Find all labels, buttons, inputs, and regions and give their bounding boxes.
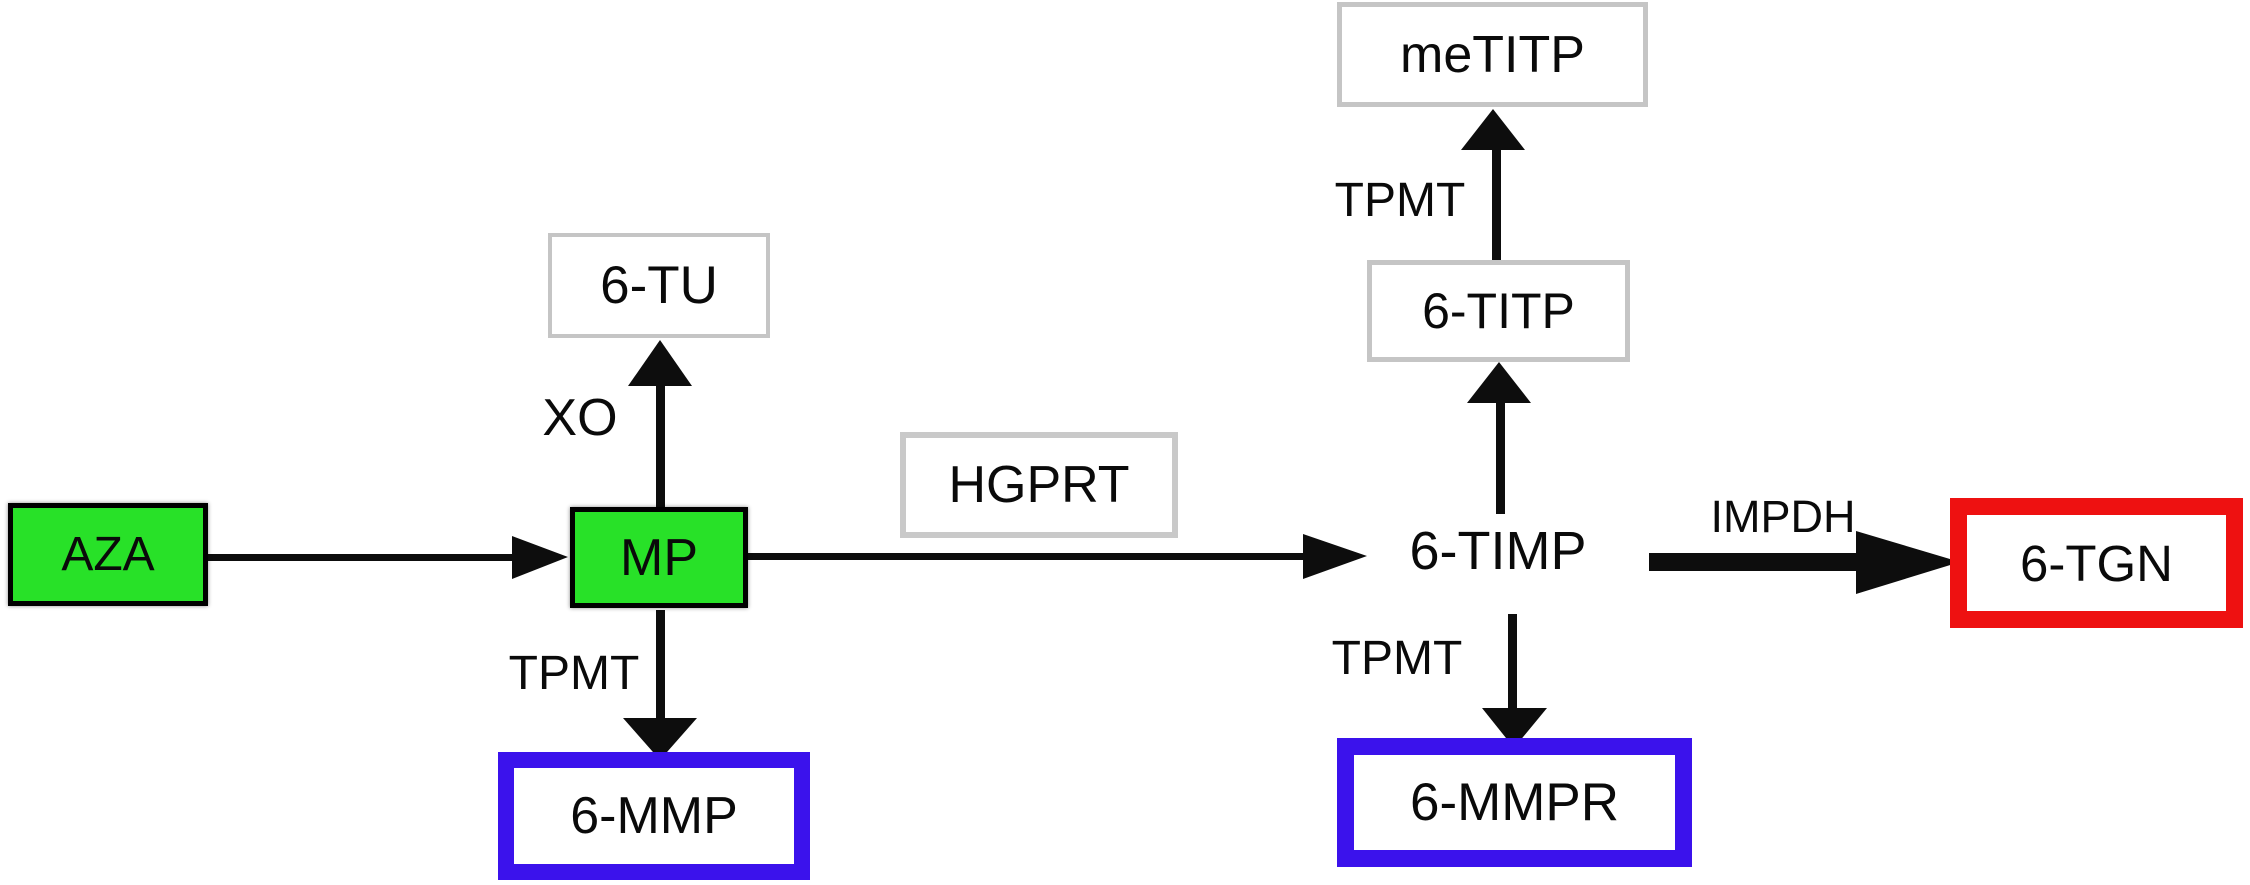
arrow-shaft <box>1492 149 1501 260</box>
arrow-shaft <box>1496 400 1505 514</box>
node-mp: MP <box>570 507 748 608</box>
enzyme-label-impdh: IMPDH <box>1710 490 1856 542</box>
arrow-aza-to-mp <box>208 536 568 579</box>
arrow-head <box>1856 531 1960 594</box>
arrow-6timp-to-6titp <box>1467 362 1531 514</box>
arrow-head <box>623 718 697 760</box>
arrow-shaft <box>1649 553 1868 571</box>
arrow-head <box>1303 534 1367 579</box>
arrow-6timp-to-6mmpr <box>1482 614 1547 748</box>
enzyme-label-xo: XO <box>542 389 618 447</box>
arrow-head <box>628 340 692 386</box>
node-metitp: meTITP <box>1337 2 1648 107</box>
arrow-shaft <box>656 384 665 509</box>
enzyme-label-tpmt-mmpr: TPMT <box>1331 632 1463 685</box>
node-6tgn: 6-TGN <box>1950 498 2243 628</box>
node-6timp: 6-TIMP <box>1409 521 1587 581</box>
arrow-head <box>1482 708 1547 748</box>
arrow-shaft <box>748 553 1310 560</box>
arrow-head <box>512 536 568 579</box>
arrow-6timp-to-6tgn <box>1649 531 1960 594</box>
arrow-head <box>1467 362 1531 403</box>
enzyme-label-tpmt-titp: TPMT <box>1334 174 1466 227</box>
arrow-shaft <box>656 610 665 724</box>
arrow-mp-to-6mmp <box>623 610 697 760</box>
node-6titp: 6-TITP <box>1367 260 1630 362</box>
arrow-6titp-to-metitp <box>1461 109 1525 260</box>
node-aza: AZA <box>8 503 208 606</box>
arrow-mp-to-6timp <box>748 534 1367 579</box>
enzyme-label-tpmt-mp: TPMT <box>508 647 640 700</box>
node-6tu: 6-TU <box>548 233 770 338</box>
node-6mmpr: 6-MMPR <box>1337 738 1692 867</box>
arrow-shaft <box>208 554 516 561</box>
arrow-mp-to-6tu <box>628 340 692 509</box>
arrow-shaft <box>1508 614 1517 714</box>
node-6mmp: 6-MMP <box>498 752 810 880</box>
arrow-head <box>1461 109 1525 150</box>
node-hgprt: HGPRT <box>900 432 1178 538</box>
